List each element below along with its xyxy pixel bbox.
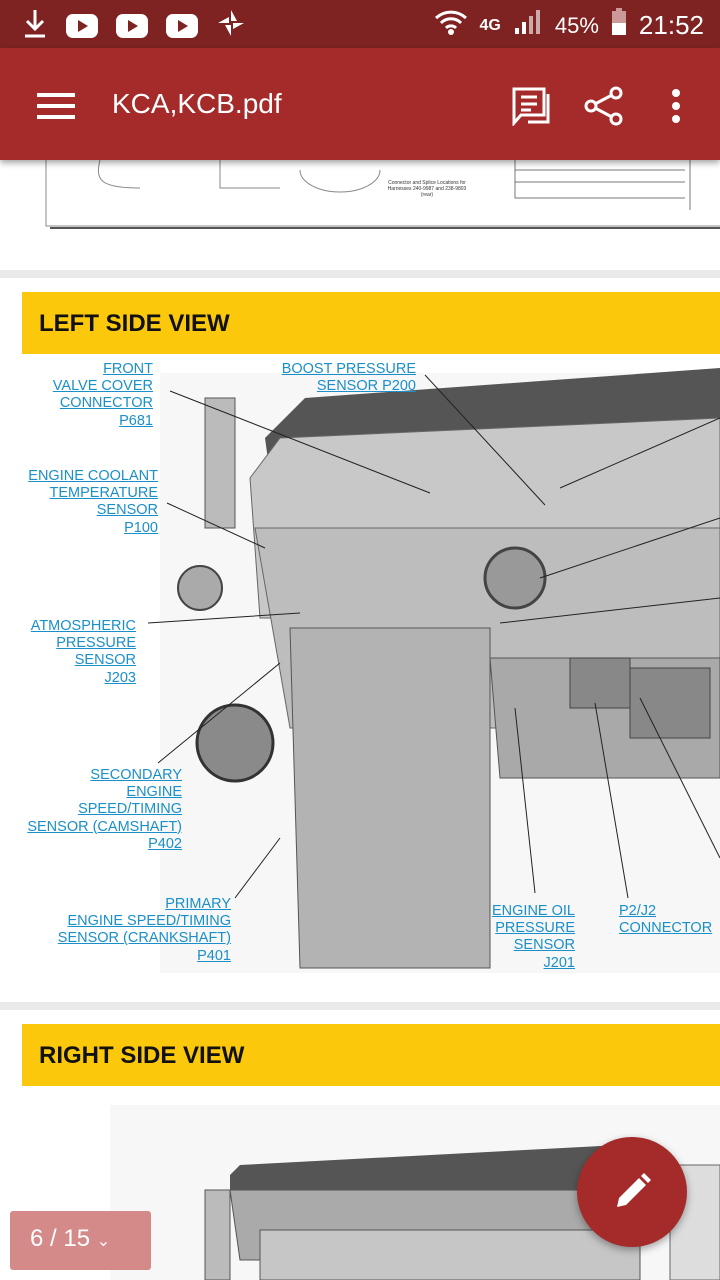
- document-title: KCA,KCB.pdf: [112, 88, 282, 119]
- wiring-diagram: [45, 159, 720, 229]
- pencil-icon: [613, 1173, 651, 1216]
- signal-icon: [513, 8, 543, 43]
- wifi-icon: [434, 8, 468, 43]
- pinwheel-icon: [216, 8, 246, 43]
- download-icon: [22, 8, 48, 43]
- section-heading: LEFT SIDE VIEW: [22, 292, 720, 354]
- notes-icon[interactable]: [511, 86, 553, 131]
- battery-icon: [611, 8, 627, 43]
- share-icon[interactable]: [584, 86, 624, 131]
- page-indicator: 6 / 15: [30, 1225, 91, 1252]
- engine-right-side-illustration: [110, 1105, 720, 1280]
- chevron-down-icon: ⌄: [96, 1233, 111, 1250]
- page-selector[interactable]: 6 / 15 ⌄: [10, 1211, 151, 1270]
- youtube-icon: [66, 13, 98, 38]
- battery-percent: 45%: [554, 12, 599, 38]
- engine-left-side-illustration: [147, 368, 720, 973]
- app-bar: KCA,KCB.pdf: [0, 48, 720, 160]
- youtube-icon: [166, 13, 198, 38]
- edit-button[interactable]: [577, 1137, 687, 1247]
- more-options-icon[interactable]: [670, 88, 682, 129]
- status-bar: 4G 45% 21:52: [0, 0, 720, 48]
- pdf-page-previous: Connector and Splice Locations for Harne…: [0, 159, 720, 270]
- youtube-icon: [116, 13, 148, 38]
- menu-icon[interactable]: [37, 93, 75, 124]
- diagram-caption: Connector and Splice Locations for Harne…: [387, 180, 467, 198]
- clock: 21:52: [638, 10, 704, 40]
- network-type: 4G: [479, 16, 501, 34]
- section-heading: RIGHT SIDE VIEW: [22, 1024, 720, 1086]
